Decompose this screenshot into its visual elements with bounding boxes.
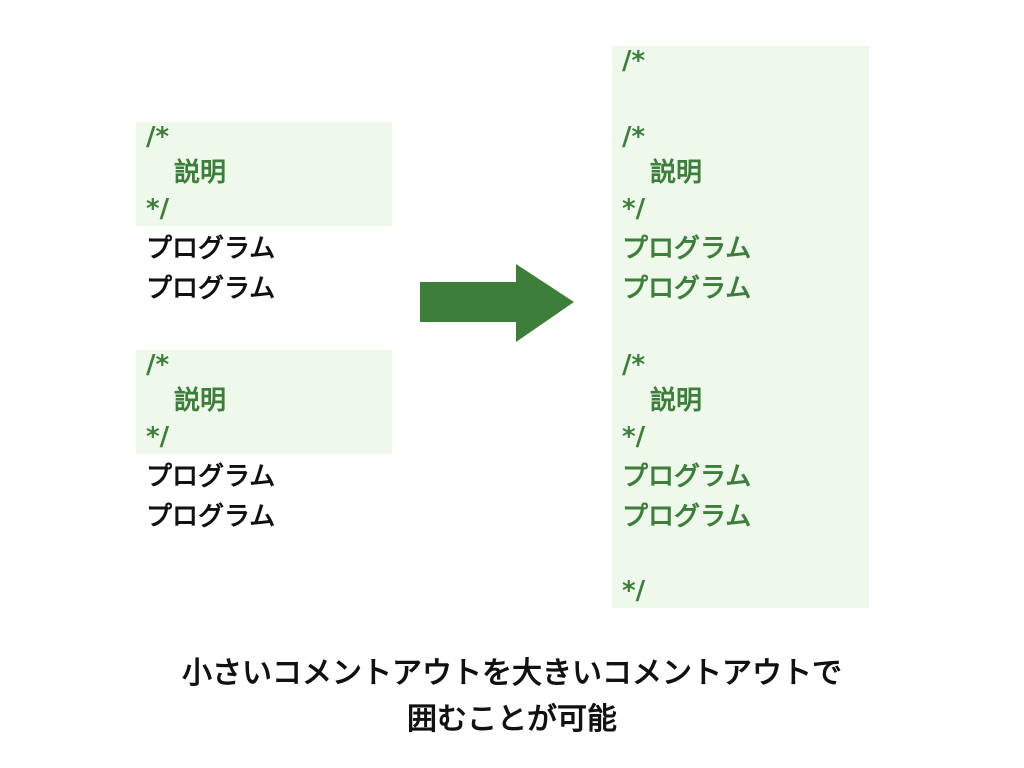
left-block-2-comment-bg	[136, 350, 392, 454]
left-block-2-comment-body: 説明	[174, 386, 227, 416]
left-block-1-comment-bg	[136, 122, 392, 226]
left-block-1-code-line-2: プログラム	[146, 274, 276, 304]
left-block-1-comment-close: */	[146, 194, 170, 224]
right-inner-1-code-line-2: プログラム	[622, 274, 752, 304]
right-inner-2-code-line-2: プログラム	[622, 502, 752, 532]
right-block-comment-bg	[612, 46, 869, 608]
left-block-2-code-line-2: プログラム	[146, 502, 276, 532]
caption-line-2: 囲むことが可能	[407, 702, 617, 737]
right-inner-1-code-line-1: プログラム	[622, 234, 752, 264]
left-block-2-code-line-1: プログラム	[146, 462, 276, 492]
left-block-1-code-line-1: プログラム	[146, 234, 276, 264]
left-block-1-comment-open: /*	[146, 122, 170, 152]
right-inner-1-comment-body: 説明	[650, 158, 703, 188]
right-inner-2-comment-close: */	[622, 422, 646, 452]
right-inner-2-code-line-1: プログラム	[622, 462, 752, 492]
caption-line-1: 小さいコメントアウトを大きいコメントアウトで	[182, 656, 842, 691]
right-inner-1-comment-open: /*	[622, 122, 646, 152]
right-arrow-icon	[420, 264, 574, 342]
left-block-1-comment-body: 説明	[174, 158, 227, 188]
right-outer-comment-open: /*	[622, 46, 646, 76]
arrow-shape	[420, 264, 574, 342]
right-inner-2-comment-open: /*	[622, 350, 646, 380]
left-block-2-comment-close: */	[146, 422, 170, 452]
right-outer-comment-close: */	[622, 576, 646, 606]
right-inner-1-comment-close: */	[622, 194, 646, 224]
right-inner-2-comment-body: 説明	[650, 386, 703, 416]
left-block-2-comment-open: /*	[146, 350, 170, 380]
